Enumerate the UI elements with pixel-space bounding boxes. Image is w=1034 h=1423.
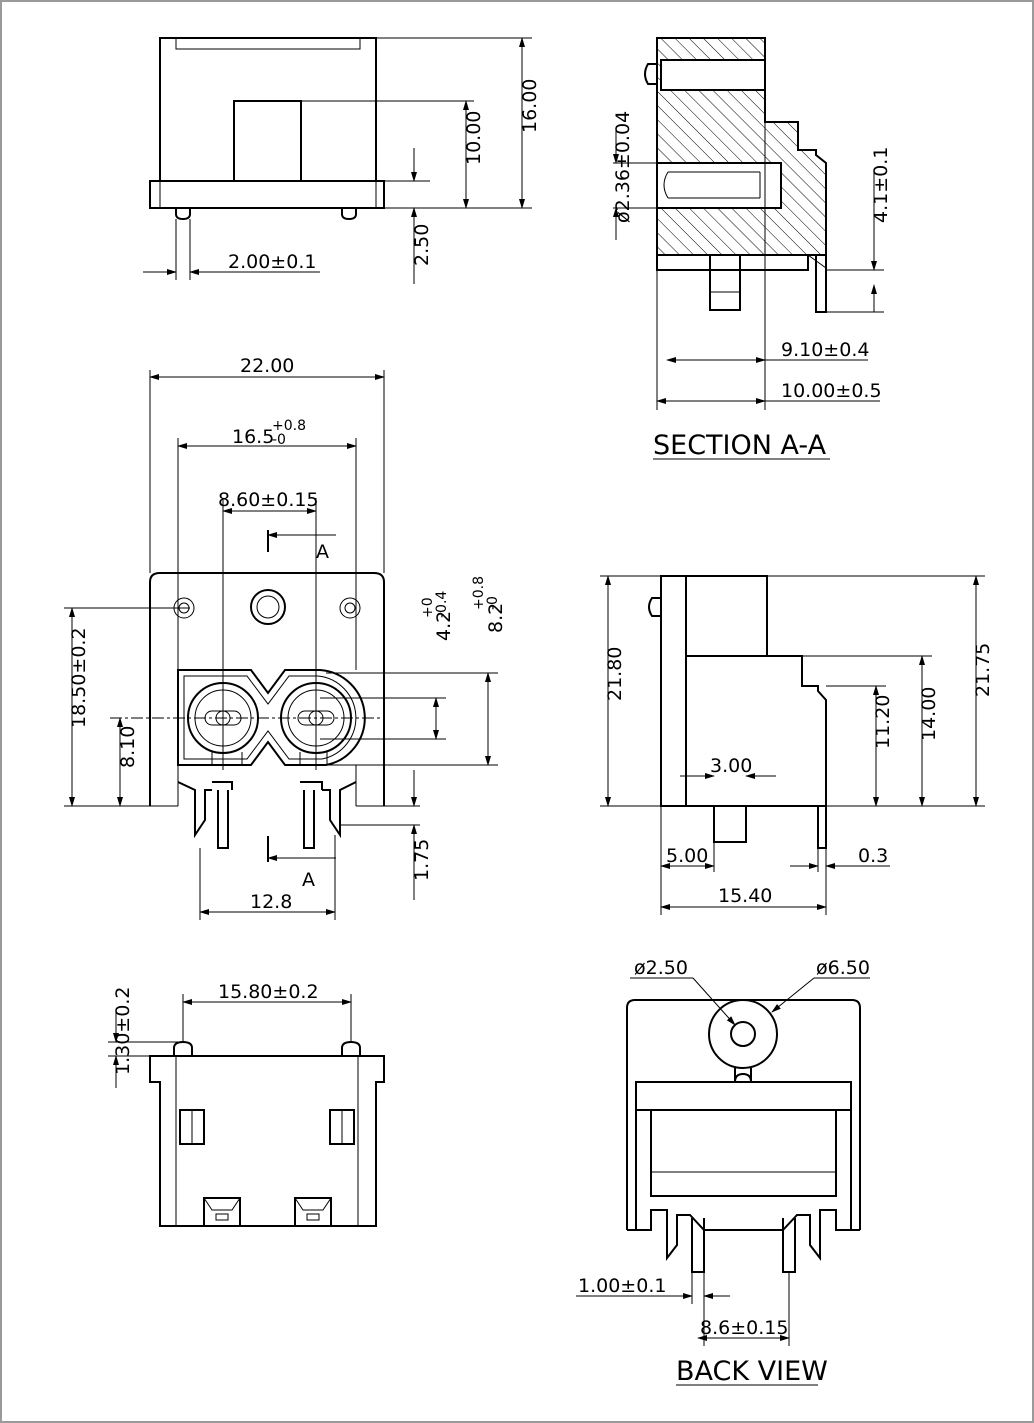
label-1-30: 1.30±0.2 xyxy=(112,987,134,1075)
label-dia-6-50: ø6.50 xyxy=(816,957,870,979)
top-view: 2.00±0.1 10.00 16.00 2.50 xyxy=(143,37,541,284)
label-10-00-depth: 10.00±0.5 xyxy=(781,380,882,402)
label-8-6: 8.6±0.15 xyxy=(700,1317,788,1339)
section-marker-bottom: A xyxy=(302,869,315,891)
label-8-2: 8.2 xyxy=(485,603,507,633)
label-4-1: 4.1±0.1 xyxy=(870,147,892,223)
label-22-00: 22.00 xyxy=(240,355,294,377)
label-16-00: 16.00 xyxy=(519,79,541,133)
label-12-8: 12.8 xyxy=(250,891,292,913)
back-view: ø2.50 ø6.50 1.00±0.1 8.6±0.15 BACK VIEW xyxy=(576,957,870,1387)
label-10-00: 10.00 xyxy=(463,111,485,165)
label-0-3: 0.3 xyxy=(858,845,888,867)
label-dia-2-50: ø2.50 xyxy=(634,957,688,979)
label-1-75: 1.75 xyxy=(411,839,433,881)
label-21-80: 21.80 xyxy=(604,647,626,701)
back-view-title: BACK VIEW xyxy=(676,1356,828,1387)
label-3-00: 3.00 xyxy=(710,755,752,777)
label-5-00: 5.00 xyxy=(666,845,708,867)
side-view: 21.80 21.75 14.00 11.20 3.00 5.00 0.3 15… xyxy=(600,575,994,915)
bottom-view: 15.80±0.2 1.30±0.2 xyxy=(108,981,385,1227)
label-15-40: 15.40 xyxy=(718,885,772,907)
label-11-20: 11.20 xyxy=(872,695,894,749)
label-8-10: 8.10 xyxy=(117,726,139,768)
label-14-00: 14.00 xyxy=(918,687,940,741)
label-4-2-tol-upper: +0 xyxy=(420,597,436,618)
label-21-75: 21.75 xyxy=(972,643,994,697)
label-8-60: 8.60±0.15 xyxy=(218,489,319,511)
label-2-50: 2.50 xyxy=(411,224,433,266)
section-title: SECTION A-A xyxy=(653,430,827,461)
label-1-00: 1.00±0.1 xyxy=(578,1275,666,1297)
label-16-5: 16.5 xyxy=(232,426,274,448)
label-2-00: 2.00±0.1 xyxy=(228,251,316,273)
label-16-5-tol-lower: -0 xyxy=(272,432,286,448)
label-16-5-tol-upper: +0.8 xyxy=(272,418,306,434)
label-15-80: 15.80±0.2 xyxy=(218,981,319,1003)
label-8-2-tol-upper: +0.8 xyxy=(471,576,487,610)
label-4-2-tol-lower: -0.4 xyxy=(434,591,450,618)
label-8-2-tol-lower: -0 xyxy=(485,596,501,610)
front-view: 22.00 16.5 +0.8 -0 8.60±0.15 A A 18.50±0… xyxy=(64,355,507,920)
label-18-50: 18.50±0.2 xyxy=(68,627,90,728)
section-view: ø2.36±0.04 4.1±0.1 9.10±0.4 10.00±0.5 SE… xyxy=(612,37,892,461)
section-marker-top: A xyxy=(316,541,329,563)
label-hole-dia: ø2.36±0.04 xyxy=(612,111,634,223)
label-4-2: 4.2 xyxy=(433,611,455,641)
label-9-10: 9.10±0.4 xyxy=(781,339,869,361)
